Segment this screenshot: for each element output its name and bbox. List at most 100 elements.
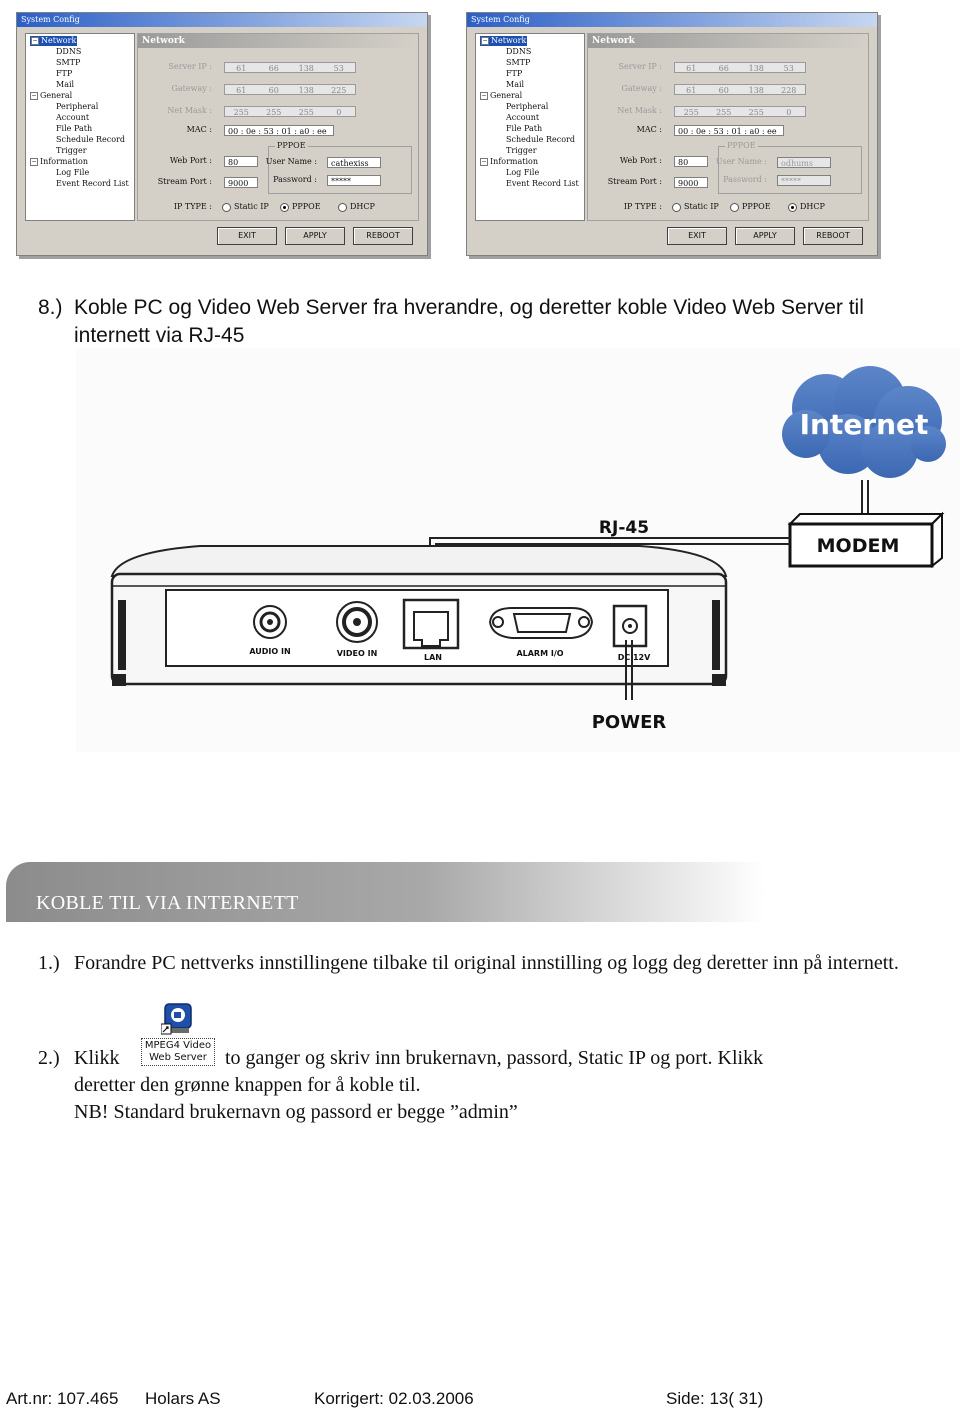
port-label-video-in: VIDEO IN — [337, 649, 378, 658]
collapse-icon[interactable]: − — [480, 158, 488, 166]
radio-pppoe[interactable]: PPPOE — [730, 202, 771, 212]
password-label: Password : — [273, 175, 317, 184]
tree-item-mail[interactable]: Mail — [506, 80, 525, 89]
panel-title: Network — [138, 34, 418, 48]
web-port-field[interactable]: 80 — [224, 156, 258, 167]
apply-button[interactable]: APPLY — [735, 227, 795, 245]
tree-item-account[interactable]: Account — [506, 113, 540, 122]
net-mask-label: Net Mask : — [167, 106, 212, 115]
tree-item-event-record-list[interactable]: Event Record List — [506, 179, 579, 188]
internet-label: Internet — [800, 408, 929, 441]
tree-item-trigger[interactable]: Trigger — [506, 146, 537, 155]
tree-item-schedule-record[interactable]: Schedule Record — [506, 135, 575, 144]
reboot-button[interactable]: REBOOT — [353, 227, 413, 245]
collapse-icon[interactable]: − — [31, 37, 39, 45]
user-name-field[interactable]: odhums — [777, 157, 831, 168]
item-text: Forandre PC nettverks innstillingene til… — [74, 952, 899, 974]
apply-button[interactable]: APPLY — [285, 227, 345, 245]
tree-item-general[interactable]: −General — [30, 91, 73, 100]
pppoe-legend: PPPOE — [275, 141, 308, 150]
user-name-label: User Name : — [715, 157, 767, 166]
password-field[interactable]: ***** — [327, 175, 381, 186]
collapse-icon[interactable]: − — [30, 158, 38, 166]
footer-company: Holars AS — [145, 1389, 221, 1408]
tree-item-ftp[interactable]: FTP — [506, 69, 523, 78]
item-number: 1.) — [38, 952, 60, 974]
tree-item-information[interactable]: −Information — [480, 157, 539, 166]
footer-page: Side: 13( 31) — [666, 1389, 764, 1408]
item-2-note: NB! Standard brukernavn og passord er be… — [74, 1101, 518, 1123]
radio-icon — [338, 202, 347, 212]
net-mask-label: Net Mask : — [617, 106, 662, 115]
tree-item-log-file[interactable]: Log File — [506, 168, 540, 177]
tree-item-peripheral[interactable]: Peripheral — [506, 102, 549, 111]
exit-button[interactable]: EXIT — [667, 227, 727, 245]
tree-item-network[interactable]: −Network — [30, 36, 78, 46]
step-number: 8.) — [38, 296, 63, 319]
tree-item-information[interactable]: −Information — [30, 157, 89, 166]
radio-static-ip[interactable]: Static IP — [672, 202, 719, 212]
stream-port-label: Stream Port : — [157, 177, 212, 186]
panel-title: Network — [588, 34, 868, 48]
tree-item-account[interactable]: Account — [56, 113, 90, 122]
item-2-text-line1: to ganger og skriv inn brukernavn, passo… — [225, 1047, 764, 1069]
radio-selected-icon — [788, 202, 797, 212]
tree-item-event-record-list[interactable]: Event Record List — [56, 179, 129, 188]
tree-item-ftp[interactable]: FTP — [56, 69, 73, 78]
tree-item-trigger[interactable]: Trigger — [56, 146, 87, 155]
tree-item-log-file[interactable]: Log File — [56, 168, 90, 177]
radio-static-ip[interactable]: Static IP — [222, 202, 269, 212]
tree-item-peripheral[interactable]: Peripheral — [56, 102, 99, 111]
port-label-dc-12v: DC 12V — [618, 653, 651, 662]
radio-pppoe[interactable]: PPPOE — [280, 202, 321, 212]
tree-item-file-path[interactable]: File Path — [506, 124, 543, 133]
mac-field[interactable]: 00 : 0e : 53 : 01 : a0 : ee — [224, 125, 334, 136]
mac-label: MAC : — [636, 125, 662, 134]
mpeg4-video-web-server-shortcut[interactable]: MPEG4 Video Web Server — [141, 1002, 215, 1066]
tree-item-general[interactable]: −General — [480, 91, 523, 100]
stream-port-field[interactable]: 9000 — [224, 177, 258, 188]
pppoe-group: PPPOE User Name : cathexiss Password : *… — [266, 141, 412, 194]
web-port-label: Web Port : — [619, 156, 662, 165]
user-name-field[interactable]: cathexiss — [327, 157, 381, 168]
connection-diagram: Internet MODEM RJ-45 — [76, 348, 960, 752]
mpeg4-video-app-icon — [161, 1003, 192, 1035]
dc-power-port — [612, 604, 648, 648]
reboot-button[interactable]: REBOOT — [803, 227, 863, 245]
item-2-number: 2.) — [38, 1047, 60, 1069]
web-port-field[interactable]: 80 — [674, 156, 708, 167]
radio-dhcp[interactable]: DHCP — [338, 202, 375, 212]
password-field[interactable]: ***** — [777, 175, 831, 186]
app-icon-caption: MPEG4 Video Web Server — [141, 1038, 215, 1066]
item-2-text-line2: deretter den grønne knappen for å koble … — [74, 1074, 421, 1096]
collapse-icon[interactable]: − — [480, 92, 488, 100]
tree-item-smtp[interactable]: SMTP — [506, 58, 531, 67]
ip-type-label: IP TYPE : — [623, 202, 662, 211]
collapse-icon[interactable]: − — [30, 92, 38, 100]
collapse-icon[interactable]: − — [481, 37, 489, 45]
tree-item-smtp[interactable]: SMTP — [56, 58, 81, 67]
radio-dhcp[interactable]: DHCP — [788, 202, 825, 212]
tree-item-file-path[interactable]: File Path — [56, 124, 93, 133]
radio-icon — [730, 202, 739, 212]
mac-field[interactable]: 00 : 0e : 53 : 01 : a0 : ee — [674, 125, 784, 136]
stream-port-label: Stream Port : — [607, 177, 662, 186]
tree-item-schedule-record[interactable]: Schedule Record — [56, 135, 125, 144]
tree-item-ddns[interactable]: DDNS — [56, 47, 82, 56]
internet-cloud-icon — [782, 366, 946, 478]
tree-item-network[interactable]: −Network — [480, 36, 528, 46]
ip-type-label: IP TYPE : — [173, 202, 212, 211]
stream-port-field[interactable]: 9000 — [674, 177, 708, 188]
exit-button[interactable]: EXIT — [217, 227, 277, 245]
video-web-server-device — [110, 545, 728, 686]
pppoe-legend: PPPOE — [725, 141, 758, 150]
tree-item-ddns[interactable]: DDNS — [506, 47, 532, 56]
tree-item-mail[interactable]: Mail — [56, 80, 75, 89]
